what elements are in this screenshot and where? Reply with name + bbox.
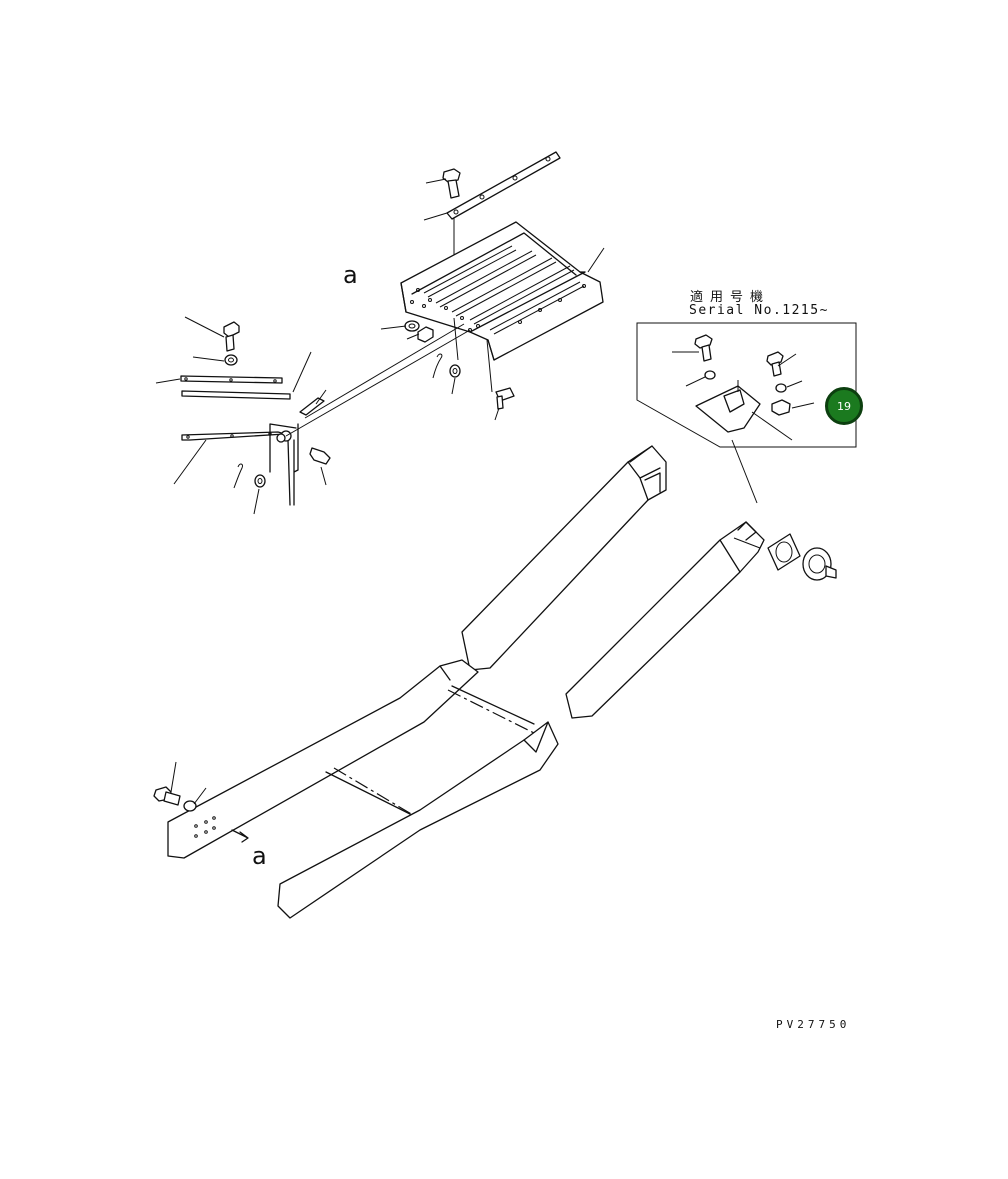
upper-rail (461, 445, 667, 671)
inset-detail-box (636, 322, 857, 448)
lower-frame (153, 659, 559, 919)
reference-mark-a-top: a (343, 261, 358, 289)
step-plate (380, 221, 605, 421)
drive-hub (731, 439, 837, 581)
applicability-title: 適用号機 (690, 290, 771, 305)
callout-badge[interactable]: 19 (825, 387, 863, 425)
reference-mark-a-bottom: a (252, 842, 267, 870)
left-bracket-assembly (155, 316, 471, 515)
drawing-code: PV27750 (776, 1018, 851, 1031)
rear-rail (565, 521, 765, 719)
top-bolt (425, 168, 461, 199)
serial-number-range: Serial No.1215~ (689, 303, 829, 318)
